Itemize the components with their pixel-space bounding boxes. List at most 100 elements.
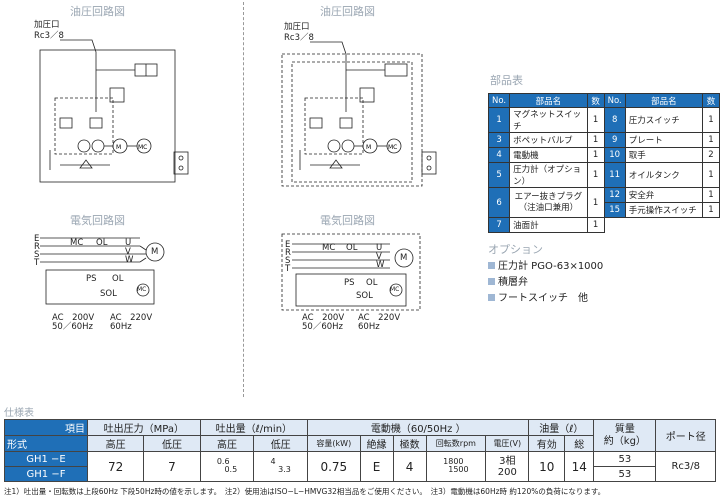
supply-right-1-r: AC 220V — [358, 313, 401, 323]
motor-insulation: E — [359, 451, 394, 482]
part-name: 電動機 — [509, 147, 588, 163]
pressure-port-label-left: 加圧口 — [34, 20, 60, 30]
part-name: 安全弁 — [624, 187, 704, 203]
column-divider — [243, 2, 244, 397]
oil-total: 14 — [564, 451, 595, 482]
part-qty: 1 — [702, 187, 720, 203]
part-no: 5 — [487, 162, 511, 188]
supply-left-1-r: AC 200V — [302, 313, 345, 323]
table-row: 5 圧力計（オプション） 1 11 オイルタンク 1 — [487, 162, 720, 188]
svg-text:MC: MC — [138, 144, 147, 151]
spec-header-item: 項目 — [4, 419, 88, 436]
part-name: 取手 — [624, 147, 704, 163]
motor-poles: 4 — [392, 451, 427, 482]
bullet-icon — [488, 262, 495, 269]
terminal-S-right: S — [285, 256, 291, 266]
supply-right-1: AC 220V — [110, 313, 153, 323]
sol-label-left: SOL — [100, 289, 117, 299]
ol-label-left: OL — [96, 238, 108, 248]
terminal-T-left: T — [34, 258, 40, 268]
option-item: 積層弁 — [488, 275, 603, 291]
part-no: 12 — [603, 187, 626, 203]
mc-label-left: MC — [70, 238, 84, 248]
flow-high: 0.6 0.5 — [199, 451, 255, 482]
part-no: 15 — [603, 202, 626, 218]
sub-high-flow: 高圧 — [199, 435, 255, 452]
table-row: 6 エアー抜きプラグ （注油口兼用） 1 12 安全弁 1 — [487, 187, 720, 218]
table-row: GH1 −F 53 — [4, 466, 716, 482]
ps-label-right: PS — [344, 278, 355, 288]
footnote: 注1）吐出量・回転数は上段60Hz 下段50Hz時の値を示します。 注2）使用油… — [4, 487, 606, 496]
voltage-value: 200 — [497, 466, 517, 478]
electric-diagram-left — [40, 237, 165, 305]
supply-left-2: 50／60Hz — [52, 322, 93, 332]
table-row: 3 ボペットバルブ 1 9 プレート 1 — [487, 132, 720, 148]
electric-circuit-title-right: 電気回路図 — [320, 214, 375, 227]
motor-label-right: M — [400, 253, 408, 263]
port-size: Rc3/8 — [655, 451, 716, 482]
part-name-line1: エアー抜きプラグ — [514, 191, 583, 202]
parts-header-name-2: 部品名 — [624, 93, 704, 108]
terminal-E-left: E — [34, 234, 40, 244]
part-no: 4 — [487, 147, 511, 163]
sub-insulation: 絶縁 — [359, 435, 394, 452]
mc-coil-right: MC — [390, 286, 400, 293]
mc-coil-left: MC — [137, 286, 147, 293]
part-no: 1 — [487, 107, 511, 133]
hydraulic-diagram-left: M MC — [39, 39, 189, 183]
part-name: ボペットバルブ — [509, 132, 588, 148]
hydraulic-diagram-right: M MC — [281, 41, 437, 187]
options-list: 圧力計 PGO-63×1000 積層弁 フートスイッチ 他 — [488, 259, 603, 307]
part-qty: 1 — [702, 162, 720, 188]
rpm-50hz: 1500 — [448, 465, 469, 474]
flow-low: 4 3.3 — [253, 451, 309, 482]
parts-header-no-2: No. — [603, 93, 626, 108]
u-label-left: U — [125, 238, 132, 248]
pressure-high: 72 — [86, 451, 145, 482]
supply-right-2: 60Hz — [110, 322, 132, 332]
w-label-left: W — [125, 255, 134, 265]
option-item: フートスイッチ 他 — [488, 291, 603, 307]
part-name: マグネットスイッチ — [509, 107, 588, 133]
svg-text:M: M — [366, 144, 371, 151]
part-qty: 1 — [702, 202, 720, 218]
part-name: エアー抜きプラグ （注油口兼用） — [509, 187, 588, 218]
spec-header-mass: 質量約（kg） — [593, 419, 657, 452]
spec-header-flow: 吐出量（ℓ/min） — [199, 419, 309, 436]
sol-label-right: SOL — [356, 291, 373, 301]
part-name: 手元操作スイッチ — [624, 202, 704, 218]
part-qty: 1 — [702, 132, 720, 148]
sub-low-flow: 低圧 — [253, 435, 309, 452]
table-row: 1 マグネットスイッチ 1 8 圧力スイッチ 1 — [487, 107, 720, 133]
part-no: 11 — [603, 162, 626, 188]
ol-label-left-2: OL — [112, 274, 124, 284]
part-qty: 1 — [586, 132, 605, 148]
motor-label-left: M — [151, 247, 159, 257]
part-no: 3 — [487, 132, 511, 148]
options-title: オプション — [488, 243, 543, 256]
table-row: 15 手元操作スイッチ 1 — [489, 202, 720, 218]
electric-diagram-right — [281, 233, 421, 311]
supply-right-2-r: 60Hz — [358, 322, 380, 332]
flow-high-50hz: 0.5 — [224, 465, 238, 474]
part-name: プレート — [624, 132, 704, 148]
mass-header-line2: 約（kg） — [603, 435, 646, 447]
spec-header-oil: 油量（ℓ） — [528, 419, 595, 436]
part-qty: 1 — [702, 107, 720, 133]
ps-label-left: PS — [86, 274, 97, 284]
spec-header-motor: 電動機（60/50Hz ） — [307, 419, 530, 436]
oil-effective: 10 — [528, 451, 566, 482]
sub-high-pressure: 高圧 — [86, 435, 145, 452]
sub-capacity: 容量(kW) — [307, 435, 361, 452]
supply-left-1: AC 200V — [52, 313, 95, 323]
part-qty: 1 — [586, 107, 605, 133]
part-qty: 1 — [586, 187, 605, 218]
flow-low-50hz: 3.3 — [278, 465, 291, 474]
model-f: GH1 −F — [4, 466, 88, 482]
parts-header-no: No. — [487, 93, 511, 108]
sub-oil-effective: 有効 — [528, 435, 566, 452]
parts-title: 部品表 — [490, 74, 523, 87]
table-row: GH1 −E 72 7 0.6 0.5 4 3.3 0.75 E 4 1800 … — [4, 451, 716, 482]
table-row: 7 油面計 1 — [487, 217, 720, 233]
parts-table: No. 部品名 数 No. 部品名 数 1 マグネットスイッチ 1 8 圧力スイ… — [487, 93, 720, 233]
